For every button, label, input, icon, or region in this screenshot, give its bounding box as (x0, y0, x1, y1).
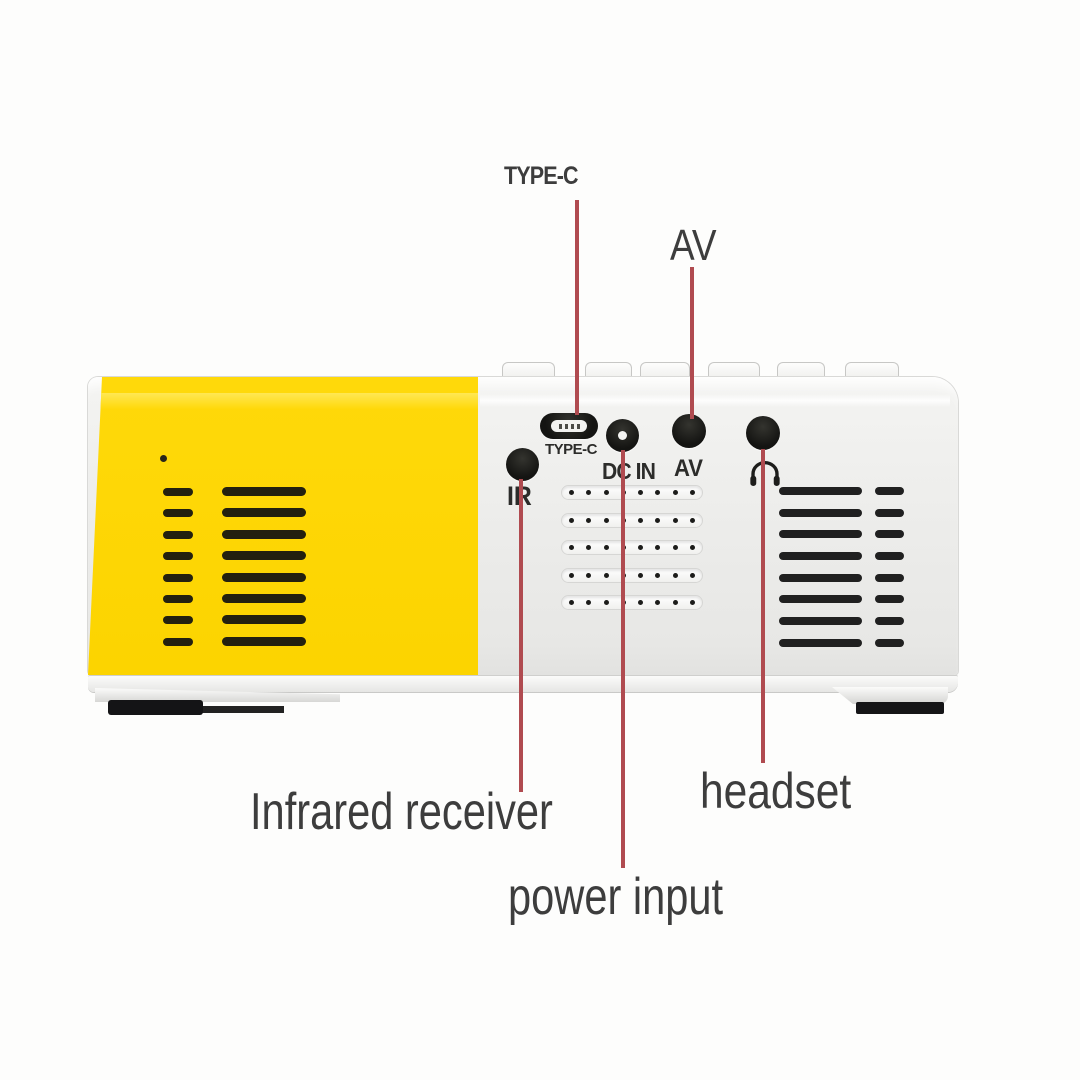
right-foot (856, 702, 944, 714)
headset-port (746, 416, 780, 450)
av-port (672, 414, 706, 448)
vent-row (163, 551, 308, 561)
top-tab (585, 362, 632, 379)
pointer-line-type-c (575, 200, 579, 415)
headphone-icon (748, 457, 782, 493)
pointer-line-power (621, 450, 625, 868)
yellow-vent-grid (163, 487, 308, 658)
vent-row (779, 638, 907, 647)
vent-row (163, 487, 308, 496)
grille-row (562, 486, 702, 499)
pointer-line-infrared (519, 479, 523, 792)
top-tab (845, 362, 899, 379)
vent-row (163, 529, 308, 539)
vent-row (163, 593, 308, 603)
right-foot-wedge (832, 687, 948, 704)
dc-pin-hole (618, 431, 627, 440)
body-bottom-edge (88, 675, 958, 692)
callout-label-headset: headset (700, 763, 852, 819)
grille-row (562, 568, 702, 582)
vent-row (163, 615, 308, 625)
body-highlight (480, 394, 950, 407)
dc-in-port (606, 419, 639, 452)
top-tab (502, 362, 555, 379)
usb-slot (551, 420, 587, 432)
top-tab (708, 362, 760, 379)
grille-row (562, 596, 702, 609)
vent-row (779, 573, 907, 582)
top-tab (640, 362, 690, 379)
type-c-port (540, 413, 598, 439)
yellow-panel (88, 377, 478, 675)
callout-label-infrared-receiver: Infrared receiver (250, 783, 553, 841)
vent-row (163, 572, 308, 582)
vent-row (779, 617, 907, 626)
callout-label-av: AV (670, 221, 717, 270)
vent-row (779, 595, 907, 604)
top-tab (777, 362, 825, 379)
vent-row (779, 487, 907, 495)
vent-row (163, 636, 308, 646)
port-label-dc-in: DC IN (602, 458, 656, 484)
vent-row (779, 530, 907, 539)
left-foot (108, 700, 203, 715)
ir-receiver-port (506, 448, 539, 481)
port-label-av: AV (674, 455, 704, 482)
pointer-line-headset (761, 449, 765, 763)
callout-label-type-c: TYPE-C (504, 162, 579, 190)
pointer-line-av (690, 267, 694, 419)
port-label-type-c: TYPE-C (544, 441, 598, 458)
grille-row (562, 513, 702, 527)
yellow-gloss (100, 393, 478, 409)
callout-label-power-input: power input (508, 868, 724, 926)
vent-row (779, 552, 907, 561)
right-vent-grid (779, 487, 907, 661)
vent-row (163, 508, 308, 518)
vent-row (779, 508, 907, 517)
grille-row (562, 541, 702, 554)
speaker-grille (562, 486, 702, 624)
pinhole-dot (160, 455, 167, 462)
